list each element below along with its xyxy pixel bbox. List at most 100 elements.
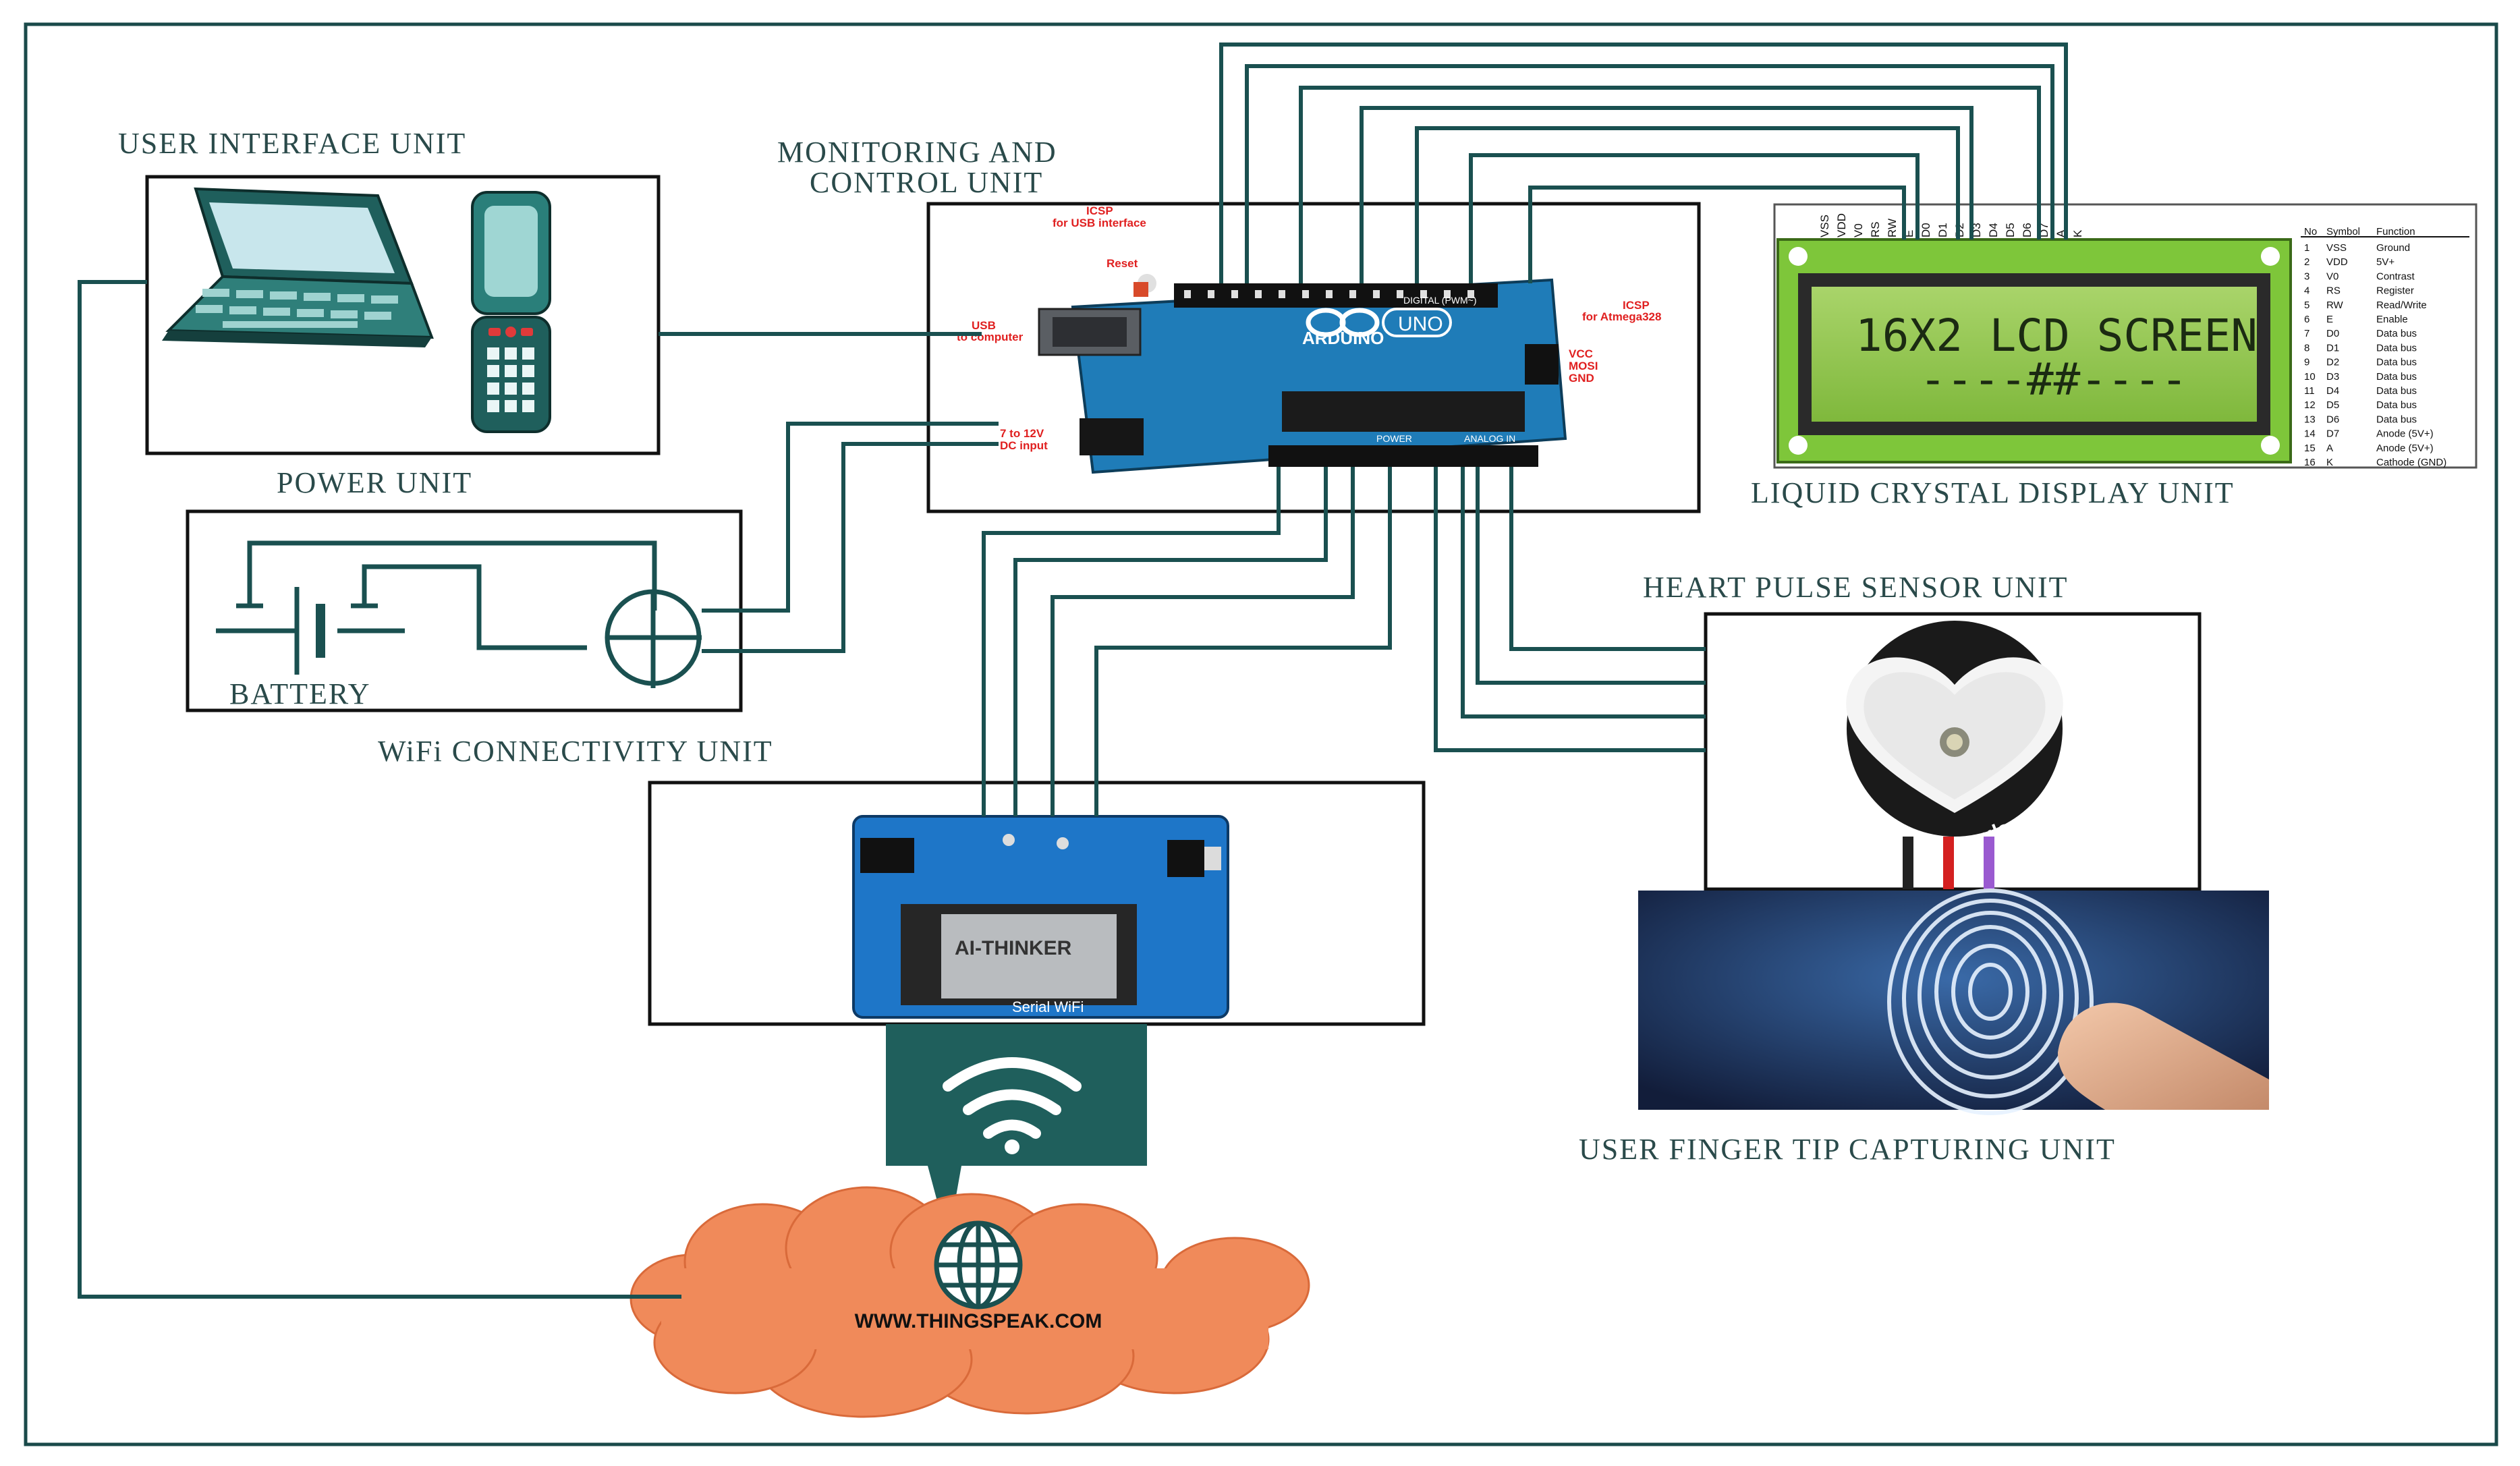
lcd-table-cell: 14 (2304, 428, 2316, 440)
lcd-table-cell: E (2326, 314, 2333, 325)
lcd-table-cell: 10 (2304, 371, 2316, 383)
lcd-table-cell: D1 (2326, 342, 2339, 354)
lcd-table-cell: 15 (2304, 443, 2316, 454)
lcd-table-cell: 16 (2304, 457, 2316, 468)
esp8266-wifi-module: AI-THINKER Serial WiFi (852, 815, 1229, 1019)
reset-label: Reset (1107, 257, 1138, 270)
lcd-pin-label: RS (1869, 221, 1882, 237)
arduino-analog-header: ANALOG IN (1464, 433, 1515, 444)
lcd-table-cell: Ground (2376, 242, 2410, 254)
lcd-table-cell: D7 (2326, 428, 2339, 440)
outer-frame (24, 22, 2498, 1446)
finger-tip-label: USER FINGER TIP CAPTURING UNIT (1579, 1133, 2116, 1166)
dc-source-symbol (605, 589, 702, 688)
lcd-table-cell: VSS (2326, 242, 2347, 254)
lcd-module: 16X2 LCD SCREEN ----##---- (1773, 203, 2477, 469)
lcd-pin-label: D0 (1920, 223, 1932, 237)
power-unit-label: POWER UNIT (277, 466, 472, 499)
fingerprint-scanner-image (1638, 889, 2269, 1115)
lcd-table-cell: D2 (2326, 357, 2339, 368)
globe-icon (934, 1220, 1023, 1309)
lcd-table-cell: D3 (2326, 371, 2339, 383)
lcd-pin-label: RW (1886, 219, 1899, 237)
icsp-usb-label: ICSP (1086, 204, 1113, 217)
dc-label: 7 to 12V (1000, 427, 1044, 440)
lcd-table-cell: V0 (2326, 271, 2339, 282)
lcd-table-cell: 5 (2304, 300, 2309, 311)
mobile-phone-icon (471, 191, 551, 433)
battery-label: BATTERY (229, 677, 371, 710)
lcd-table-cell: D5 (2326, 399, 2339, 411)
lcd-table-cell: VDD (2326, 256, 2348, 268)
lcd-table-cell: Data bus (2376, 385, 2417, 397)
lcd-table-cell: 3 (2304, 271, 2309, 282)
arduino-model-text: UNO (1398, 313, 1443, 335)
laptop-icon (162, 187, 434, 347)
lcd-pin-label: V0 (1852, 223, 1865, 237)
vcc-label: VCC (1569, 347, 1593, 360)
arduino-digital-header: DIGITAL (PWM~) (1403, 295, 1477, 306)
arduino-power-header: POWER (1376, 433, 1412, 444)
lcd-table-cell: 4 (2304, 285, 2309, 297)
lcd-table-header: Symbol (2326, 226, 2360, 237)
battery-symbol (216, 540, 657, 675)
lcd-pin-label: D5 (2004, 223, 2017, 237)
lcd-table-cell: 2 (2304, 256, 2309, 268)
lcd-pin-label: D4 (1987, 223, 2000, 237)
lcd-table-cell: 1 (2304, 242, 2309, 254)
heart-pulse-label: HEART PULSE SENSOR UNIT (1643, 571, 2068, 604)
lcd-table-cell: D6 (2326, 414, 2339, 425)
thingspeak-cloud: WWW.THINGSPEAK.COM (629, 1186, 1310, 1418)
lcd-line1: 16X2 LCD SCREEN (1855, 310, 2258, 362)
lcd-table-cell: 7 (2304, 328, 2309, 339)
wifi-unit-label: WiFi CONNECTIVITY UNIT (378, 735, 773, 768)
lcd-pin-label: D6 (2021, 223, 2034, 237)
lcd-table-cell: D0 (2326, 328, 2339, 339)
connection-wires (78, 43, 2068, 1299)
lcd-table-cell: Data bus (2376, 357, 2417, 368)
thingspeak-url: WWW.THINGSPEAK.COM (855, 1310, 1102, 1332)
arduino-uno-board: ARDUINO UNO DIGITAL (PWM~) POWER ANALOG … (1038, 274, 1567, 474)
lcd-table-header: Function (2376, 226, 2415, 237)
wifi-icon (943, 1057, 1082, 1139)
mosi-label: MOSI (1569, 360, 1598, 372)
gnd-label: GND (1569, 372, 1594, 385)
lcd-table-cell: Anode (5V+) (2376, 428, 2434, 440)
lcd-table-cell: A (2326, 443, 2333, 454)
lcd-unit-label: LIQUID CRYSTAL DISPLAY UNIT (1751, 476, 2235, 509)
lcd-table-cell: 11 (2304, 385, 2315, 397)
lcd-line2: ----##---- (1920, 354, 2187, 405)
arduino-infinity-logo (1306, 308, 1380, 337)
lcd-table-cell: Data bus (2376, 414, 2417, 425)
usb-label: USB (972, 319, 996, 332)
icsp-usb-sub-label: for USB interface (1053, 217, 1146, 229)
wifi-chip-text: AI-THINKER (955, 937, 1072, 959)
lcd-table-cell: Enable (2376, 314, 2408, 325)
icsp-atmega-sub-label: for Atmega328 (1582, 310, 1661, 323)
lcd-table-cell: 6 (2304, 314, 2309, 325)
lcd-table-cell: 8 (2304, 342, 2309, 354)
lcd-table-cell: Register (2376, 285, 2414, 297)
lcd-table-cell: Cathode (GND) (2376, 457, 2446, 468)
lcd-table-cell: RS (2326, 285, 2341, 297)
lcd-table-cell: Data bus (2376, 342, 2417, 354)
wifi-signal-panel (886, 1024, 1147, 1241)
lcd-table-cell: 12 (2304, 399, 2316, 411)
lcd-table-cell: Data bus (2376, 399, 2417, 411)
lcd-table-cell: 5V+ (2376, 256, 2395, 268)
lcd-table-cell: Data bus (2376, 371, 2417, 383)
lcd-pin-label: E (1903, 230, 1915, 237)
lcd-table-cell: D4 (2326, 385, 2339, 397)
lcd-pin-table: No Symbol Function 1 VSS Ground 2 VDD 5V+ 3 V0 Cont… (2301, 226, 2469, 468)
dc-sub-label: DC input (1000, 439, 1048, 452)
lcd-table-cell: Data bus (2376, 328, 2417, 339)
lcd-table-cell: 13 (2304, 414, 2316, 425)
lcd-pin-label: VSS (1818, 215, 1831, 237)
lcd-table-cell: Read/Write (2376, 300, 2427, 311)
lcd-table-header: No (2304, 226, 2317, 237)
lcd-table-cell: RW (2326, 300, 2344, 311)
icsp-atmega-label: ICSP (1623, 299, 1650, 312)
lcd-pin-label: K (2071, 229, 2084, 237)
lcd-table-cell: Contrast (2376, 271, 2415, 282)
lcd-table-cell: Anode (5V+) (2376, 443, 2434, 454)
